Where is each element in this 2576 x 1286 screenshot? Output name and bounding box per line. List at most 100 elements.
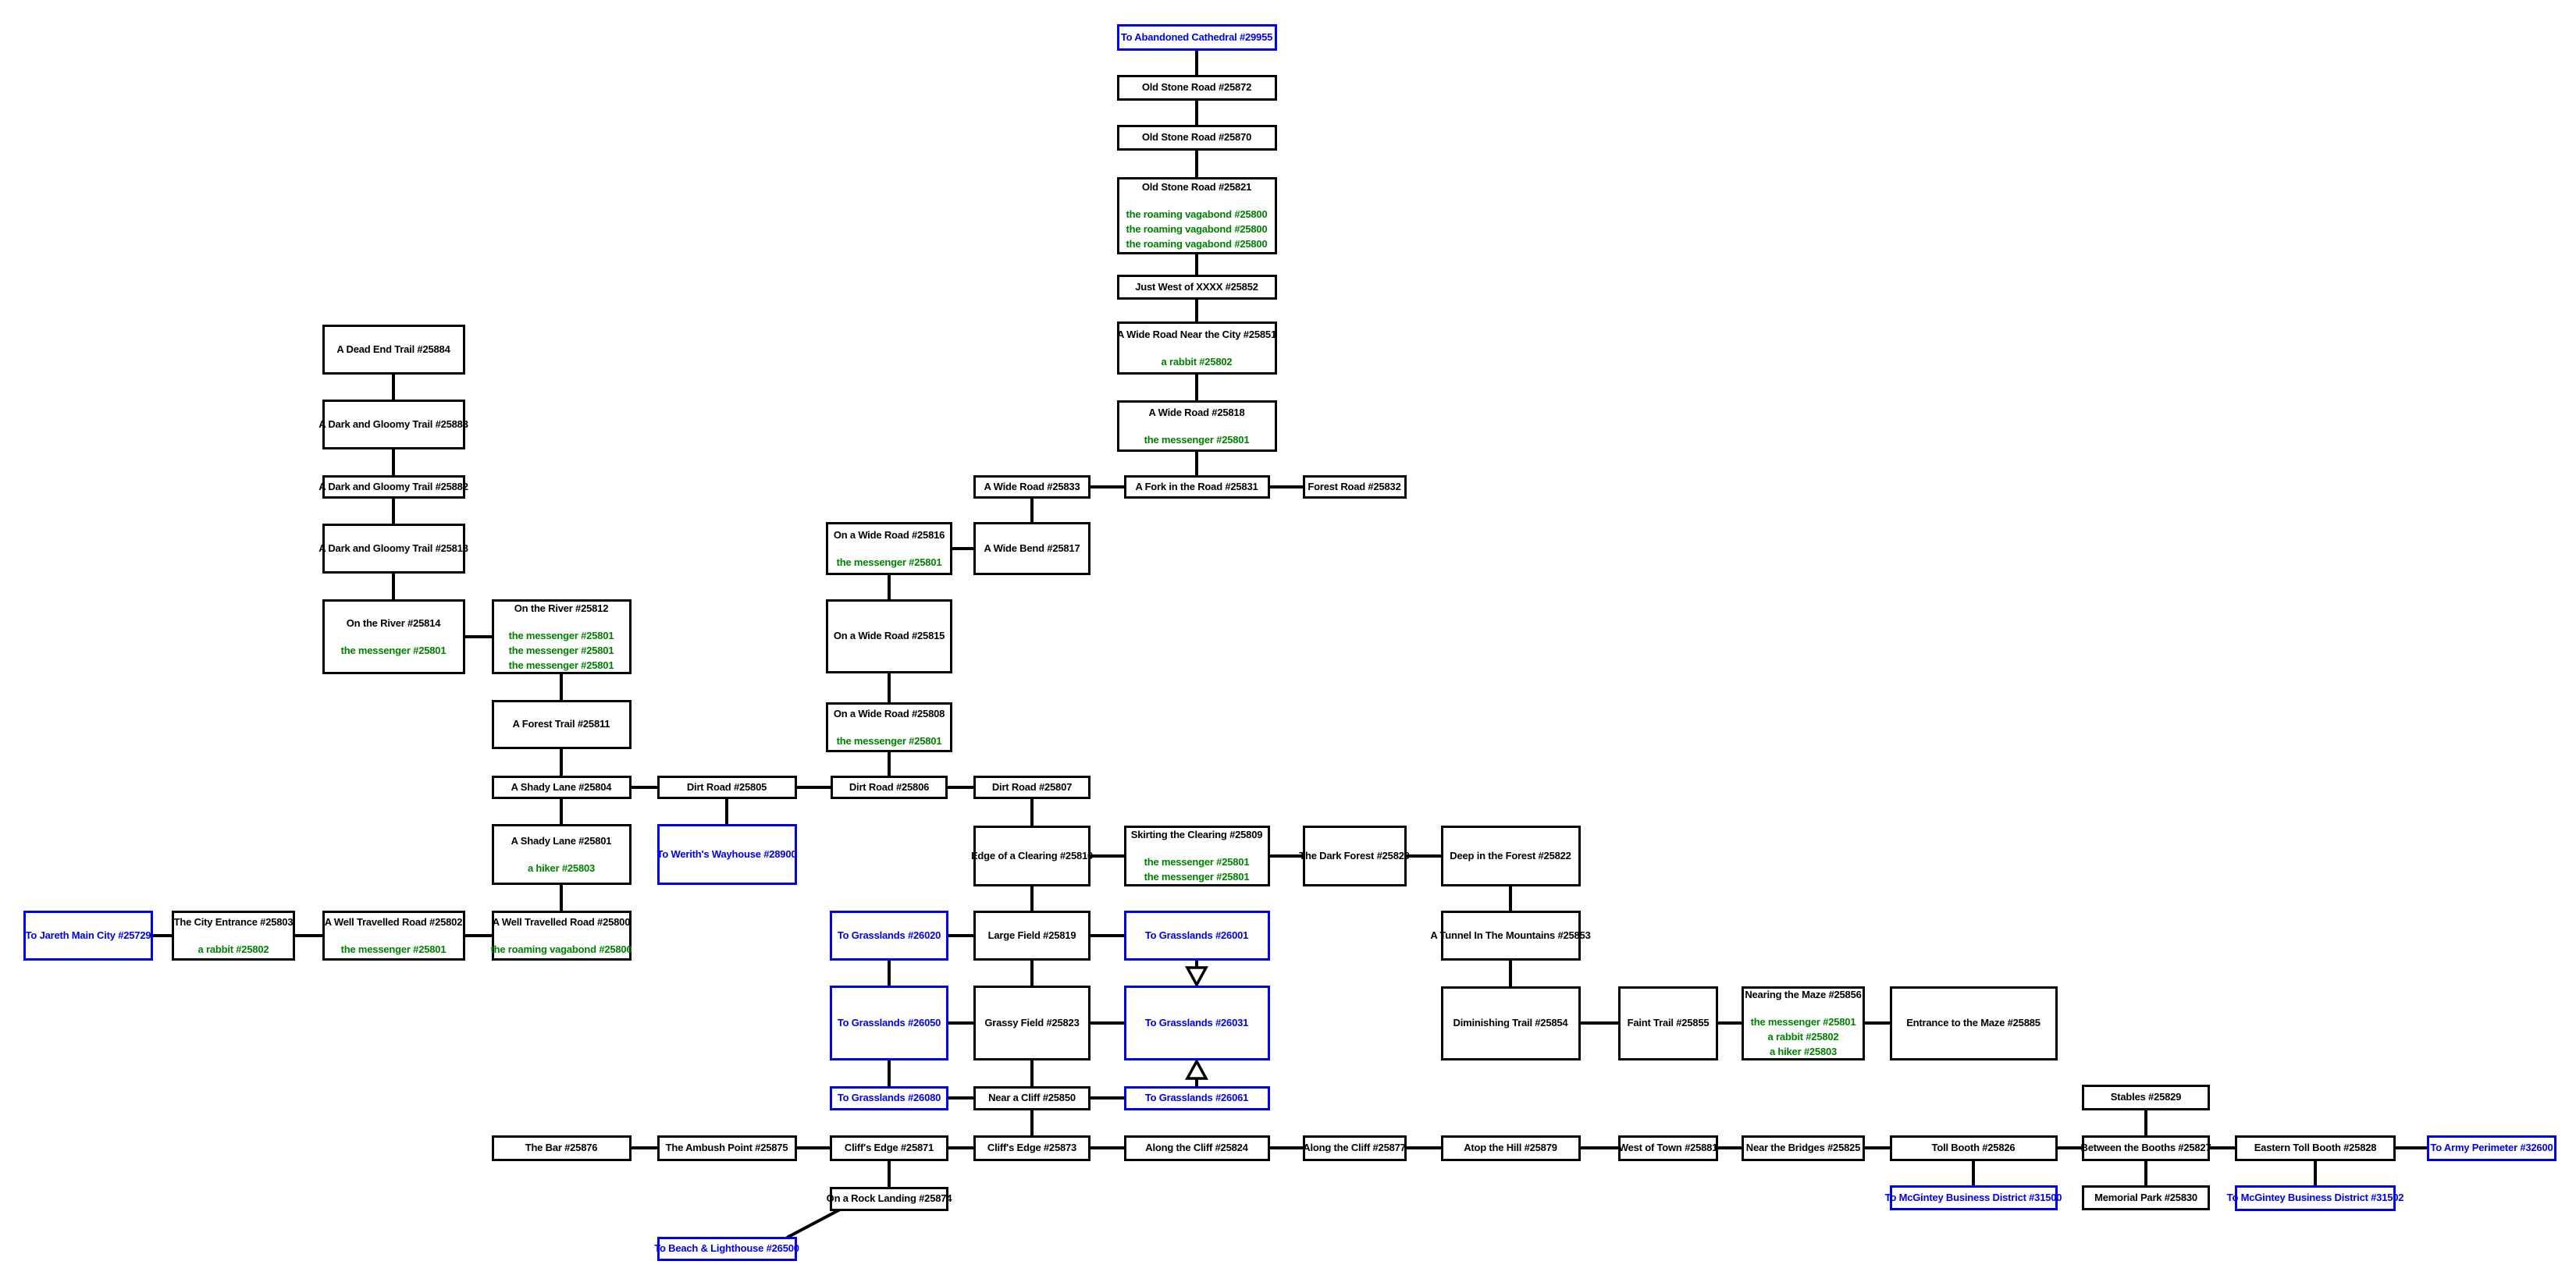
entity-label: the messenger #25801 [340, 943, 447, 955]
room-label: Large Field #25819 [987, 929, 1076, 941]
entity-label: a hiker #25803 [527, 861, 596, 874]
room-node-25877[interactable]: Along the Cliff #25877 [1302, 1135, 1407, 1161]
room-label: On a Wide Road #25808 [833, 707, 945, 719]
room-label: The City Entrance #25803 [173, 915, 294, 928]
room-node-25827[interactable]: Between the Booths #25827 [2081, 1135, 2211, 1161]
room-node-25804[interactable]: A Shady Lane #25804 [491, 776, 632, 799]
room-node-25828[interactable]: Eastern Toll Booth #25828 [2235, 1135, 2396, 1161]
room-node-25853[interactable]: A Tunnel In The Mountains #25853 [1430, 911, 1591, 961]
room-node-25875[interactable]: The Ambush Point #25875 [656, 1135, 797, 1161]
exit-label: To Abandoned Cathedral #29955 [1120, 31, 1273, 43]
room-node-25826[interactable]: Toll Booth #25826 [1889, 1135, 2058, 1161]
room-label: West of Town #25881 [1618, 1142, 1718, 1153]
room-node-25829[interactable]: Stables #25829 [2082, 1084, 2210, 1110]
exit-node-29955[interactable]: To Abandoned Cathedral #29955 [1116, 24, 1277, 51]
room-node-25819[interactable]: Large Field #25819 [973, 911, 1091, 961]
room-node-25813[interactable]: A Dark and Gloomy Trail #25813 [318, 524, 468, 574]
room-label: Along the Cliff #25877 [1303, 1142, 1406, 1153]
entity-list: a rabbit #25802 [1162, 354, 1233, 369]
exit-node-25729[interactable]: To Jareth Main City #25729 [23, 911, 153, 961]
exit-node-31500[interactable]: To McGintey Business District #31500 [1885, 1185, 2062, 1210]
room-node-25855[interactable]: Faint Trail #25855 [1618, 986, 1718, 1060]
exit-node-26061[interactable]: To Grasslands #26061 [1123, 1085, 1270, 1110]
room-node-25871[interactable]: Cliff's Edge #25871 [830, 1135, 948, 1161]
room-node-25833[interactable]: A Wide Road #25833 [973, 475, 1091, 499]
exit-node-31502[interactable]: To McGintey Business District #31502 [2227, 1185, 2404, 1211]
entity-list: the messenger #25801 [341, 643, 447, 658]
exit-node-26001[interactable]: To Grasslands #26001 [1123, 911, 1270, 961]
entity-label: the roaming vagabond #25800 [1126, 237, 1268, 250]
room-node-25885[interactable]: Entrance to the Maze #25885 [1889, 986, 2058, 1060]
entity-label: a hiker #25803 [1769, 1045, 1838, 1057]
room-label: A Dark and Gloomy Trail #25883 [318, 418, 468, 430]
room-node-25811[interactable]: A Forest Trail #25811 [491, 699, 632, 749]
entity-label: the messenger #25801 [1144, 433, 1250, 446]
exit-label: To Werith's Wayhouse #28900 [656, 848, 797, 860]
room-label: The Dark Forest #25820 [1299, 850, 1410, 861]
room-node-25854[interactable]: Diminishing Trail #25854 [1440, 986, 1581, 1060]
room-label: Along the Cliff #25824 [1145, 1142, 1248, 1153]
room-label: Deep in the Forest #25822 [1450, 850, 1571, 861]
room-node-25830[interactable]: Memorial Park #25830 [2082, 1185, 2210, 1210]
exit-node-32600[interactable]: To Army Perimeter #32600 [2427, 1135, 2556, 1161]
room-label: The Ambush Point #25875 [665, 1142, 788, 1153]
exit-node-26080[interactable]: To Grasslands #26080 [830, 1085, 948, 1110]
exit-node-26050[interactable]: To Grasslands #26050 [830, 986, 948, 1060]
room-node-25807[interactable]: Dirt Road #25807 [973, 776, 1091, 799]
room-node-25822[interactable]: Deep in the Forest #25822 [1440, 826, 1581, 886]
room-node-25873[interactable]: Cliff's Edge #25873 [973, 1135, 1091, 1161]
exit-node-26031[interactable]: To Grasslands #26031 [1123, 986, 1270, 1060]
exit-node-26500[interactable]: To Beach & Lighthouse #26500 [654, 1236, 799, 1261]
room-node-25852[interactable]: Just West of XXXX #25852 [1116, 275, 1277, 300]
room-label: Atop the Hill #25879 [1464, 1142, 1557, 1153]
room-node-25824[interactable]: Along the Cliff #25824 [1123, 1135, 1270, 1161]
room-label: The Bar #25876 [525, 1142, 598, 1153]
room-node-25850[interactable]: Near a Cliff #25850 [973, 1085, 1091, 1110]
room-node-25817[interactable]: A Wide Bend #25817 [973, 522, 1091, 575]
room-node-25803[interactable]: The City Entrance #25803 a rabbit #25802 [172, 911, 295, 961]
room-node-25810[interactable]: Edge of a Clearing #25810 [971, 826, 1093, 886]
room-node-25815[interactable]: On a Wide Road #25815 [826, 599, 952, 673]
room-label: A Wide Road #25833 [984, 481, 1080, 492]
room-node-25805[interactable]: Dirt Road #25805 [656, 776, 797, 799]
room-label: On a Rock Landing #25874 [826, 1192, 952, 1204]
room-node-25820[interactable]: The Dark Forest #25820 [1299, 826, 1410, 886]
room-node-25879[interactable]: Atop the Hill #25879 [1440, 1135, 1581, 1161]
room-node-25872[interactable]: Old Stone Road #25872 [1116, 74, 1277, 101]
room-label: A Dark and Gloomy Trail #25882 [318, 481, 468, 492]
entity-label: a rabbit #25802 [197, 943, 269, 955]
room-node-25881[interactable]: West of Town #25881 [1618, 1135, 1718, 1161]
room-node-25823[interactable]: Grassy Field #25823 [973, 986, 1091, 1060]
room-node-25806[interactable]: Dirt Road #25806 [831, 776, 948, 799]
room-node-25882[interactable]: A Dark and Gloomy Trail #25882 [318, 475, 468, 499]
room-node-25874[interactable]: On a Rock Landing #25874 [827, 1186, 952, 1211]
exit-node-26020[interactable]: To Grasslands #26020 [830, 911, 948, 961]
room-node-25870[interactable]: Old Stone Road #25870 [1116, 124, 1277, 151]
room-node-25832[interactable]: Forest Road #25832 [1302, 475, 1407, 499]
room-label: Memorial Park #25830 [2094, 1192, 2197, 1203]
room-label: On the River #25812 [514, 602, 609, 614]
entity-label: the roaming vagabond #25800 [1126, 222, 1268, 235]
room-node-25883[interactable]: A Dark and Gloomy Trail #25883 [318, 400, 468, 449]
room-node-25876[interactable]: The Bar #25876 [491, 1135, 632, 1161]
exit-node-28900[interactable]: To Werith's Wayhouse #28900 [656, 824, 797, 885]
entity-label: a rabbit #25802 [1161, 355, 1233, 368]
room-label: Old Stone Road #25872 [1141, 81, 1252, 93]
room-node-25884[interactable]: A Dead End Trail #25884 [322, 325, 465, 375]
room-node-25831[interactable]: A Fork in the Road #25831 [1123, 475, 1270, 499]
room-node-25825[interactable]: Near the Bridges #25825 [1742, 1135, 1865, 1161]
